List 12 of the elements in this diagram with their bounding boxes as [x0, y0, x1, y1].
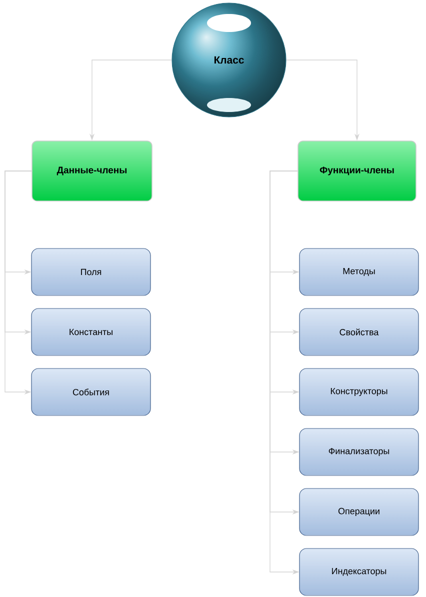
category-box: Функции-члены	[298, 140, 416, 202]
member-box: Конструкторы	[299, 368, 419, 416]
category-box: Данные-члены	[32, 140, 152, 202]
member-box: Методы	[299, 248, 419, 296]
class-ball: Класс	[172, 2, 286, 118]
member-box: Свойства	[299, 308, 419, 356]
member-box: Константы	[31, 308, 151, 356]
member-box: Финализаторы	[299, 428, 419, 476]
member-box: Операции	[299, 488, 419, 536]
member-box: Поля	[31, 248, 151, 296]
member-box: Индексаторы	[299, 548, 419, 596]
member-box: События	[31, 368, 151, 416]
